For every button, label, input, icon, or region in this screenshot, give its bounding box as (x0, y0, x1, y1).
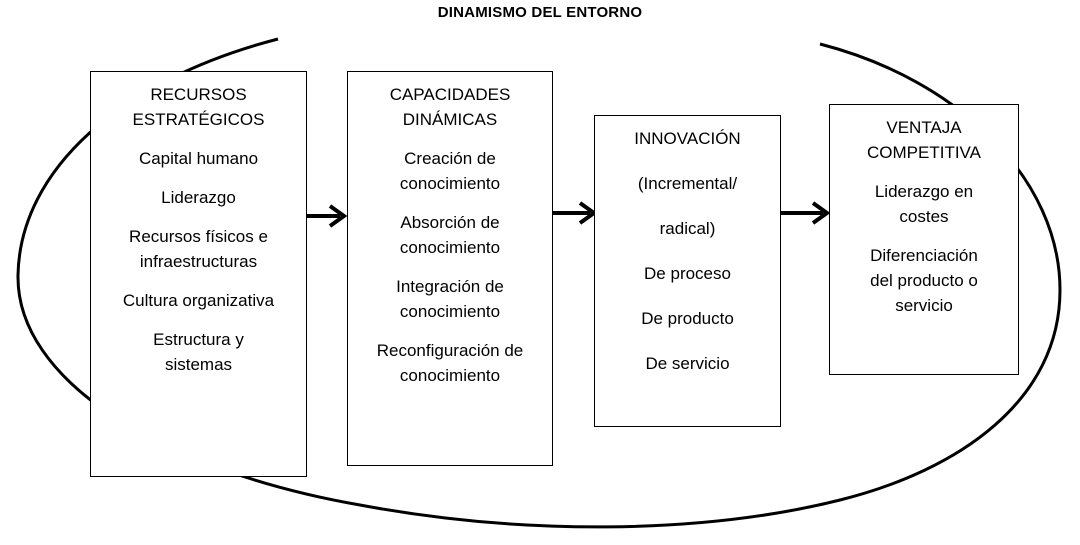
item-line: conocimiento (399, 302, 501, 321)
item-line: Capital humano (138, 149, 259, 168)
item-line: costes (899, 207, 949, 226)
box-item: (Incremental/ (595, 171, 780, 196)
box-item: Capital humano (91, 146, 306, 171)
arrow-capacidades-to-innovacion (553, 201, 598, 225)
box-ventaja-competitiva: VENTAJA COMPETITIVA Liderazgo en costes … (829, 104, 1019, 375)
item-line: Creación de (404, 149, 496, 168)
box-item: Integración de conocimiento (348, 274, 552, 324)
item-line: De servicio (645, 354, 730, 373)
item-line: del producto o (870, 271, 978, 290)
item-line: Diferenciación (870, 246, 978, 265)
box-heading: VENTAJA COMPETITIVA (830, 115, 1018, 165)
box-recursos-estrategicos: RECURSOS ESTRATÉGICOS Capital humano Lid… (90, 71, 307, 477)
arrow-recursos-to-capacidades (307, 204, 348, 228)
box-item: Diferenciación del producto o servicio (830, 243, 1018, 318)
heading-line: ESTRATÉGICOS (132, 110, 265, 129)
box-item: Estructura y sistemas (91, 327, 306, 377)
item-line: Absorción de (400, 213, 500, 232)
ellipse-left-arc (16, 37, 1062, 529)
item-line: radical) (659, 219, 716, 238)
item-line: Reconfiguración de (376, 341, 524, 360)
heading-line: VENTAJA (886, 118, 962, 137)
box-item: Reconfiguración de conocimiento (348, 338, 552, 388)
item-line: Cultura organizativa (122, 291, 275, 310)
heading-line: RECURSOS (150, 85, 247, 104)
item-line: De producto (641, 309, 734, 328)
box-item: De proceso (595, 261, 780, 286)
item-line: Liderazgo en (874, 182, 974, 201)
arrow-innovacion-to-ventaja (781, 201, 831, 225)
box-innovacion: INNOVACIÓN (Incremental/ radical) De pro… (594, 115, 781, 427)
box-item: Liderazgo (91, 185, 306, 210)
box-capacidades-dinamicas: CAPACIDADES DINÁMICAS Creación de conoci… (347, 71, 553, 466)
heading-line: INNOVACIÓN (634, 129, 741, 148)
box-item: Liderazgo en costes (830, 179, 1018, 229)
box-item: Absorción de conocimiento (348, 210, 552, 260)
item-line: servicio (895, 296, 953, 315)
box-item: De servicio (595, 351, 780, 376)
box-heading: INNOVACIÓN (595, 126, 780, 151)
item-line: De proceso (644, 264, 731, 283)
box-heading: RECURSOS ESTRATÉGICOS (91, 82, 306, 132)
item-line: conocimiento (399, 366, 501, 385)
heading-line: CAPACIDADES (389, 85, 511, 104)
item-line: Liderazgo (161, 188, 236, 207)
box-item: Creación de conocimiento (348, 146, 552, 196)
heading-line: COMPETITIVA (867, 143, 981, 162)
item-line: Integración de (396, 277, 504, 296)
diagram-title: DINAMISMO DEL ENTORNO (437, 4, 643, 21)
item-line: Recursos físicos e (129, 227, 268, 246)
box-item: Recursos físicos e infraestructuras (91, 224, 306, 274)
item-line: conocimiento (399, 174, 501, 193)
item-line: (Incremental/ (637, 174, 738, 193)
item-line: infraestructuras (139, 252, 258, 271)
box-heading: CAPACIDADES DINÁMICAS (348, 82, 552, 132)
heading-line: DINÁMICAS (402, 110, 498, 129)
box-item: radical) (595, 216, 780, 241)
box-item: Cultura organizativa (91, 288, 306, 313)
item-line: conocimiento (399, 238, 501, 257)
box-item: De producto (595, 306, 780, 331)
item-line: Estructura y (153, 330, 244, 349)
item-line: sistemas (164, 355, 233, 374)
